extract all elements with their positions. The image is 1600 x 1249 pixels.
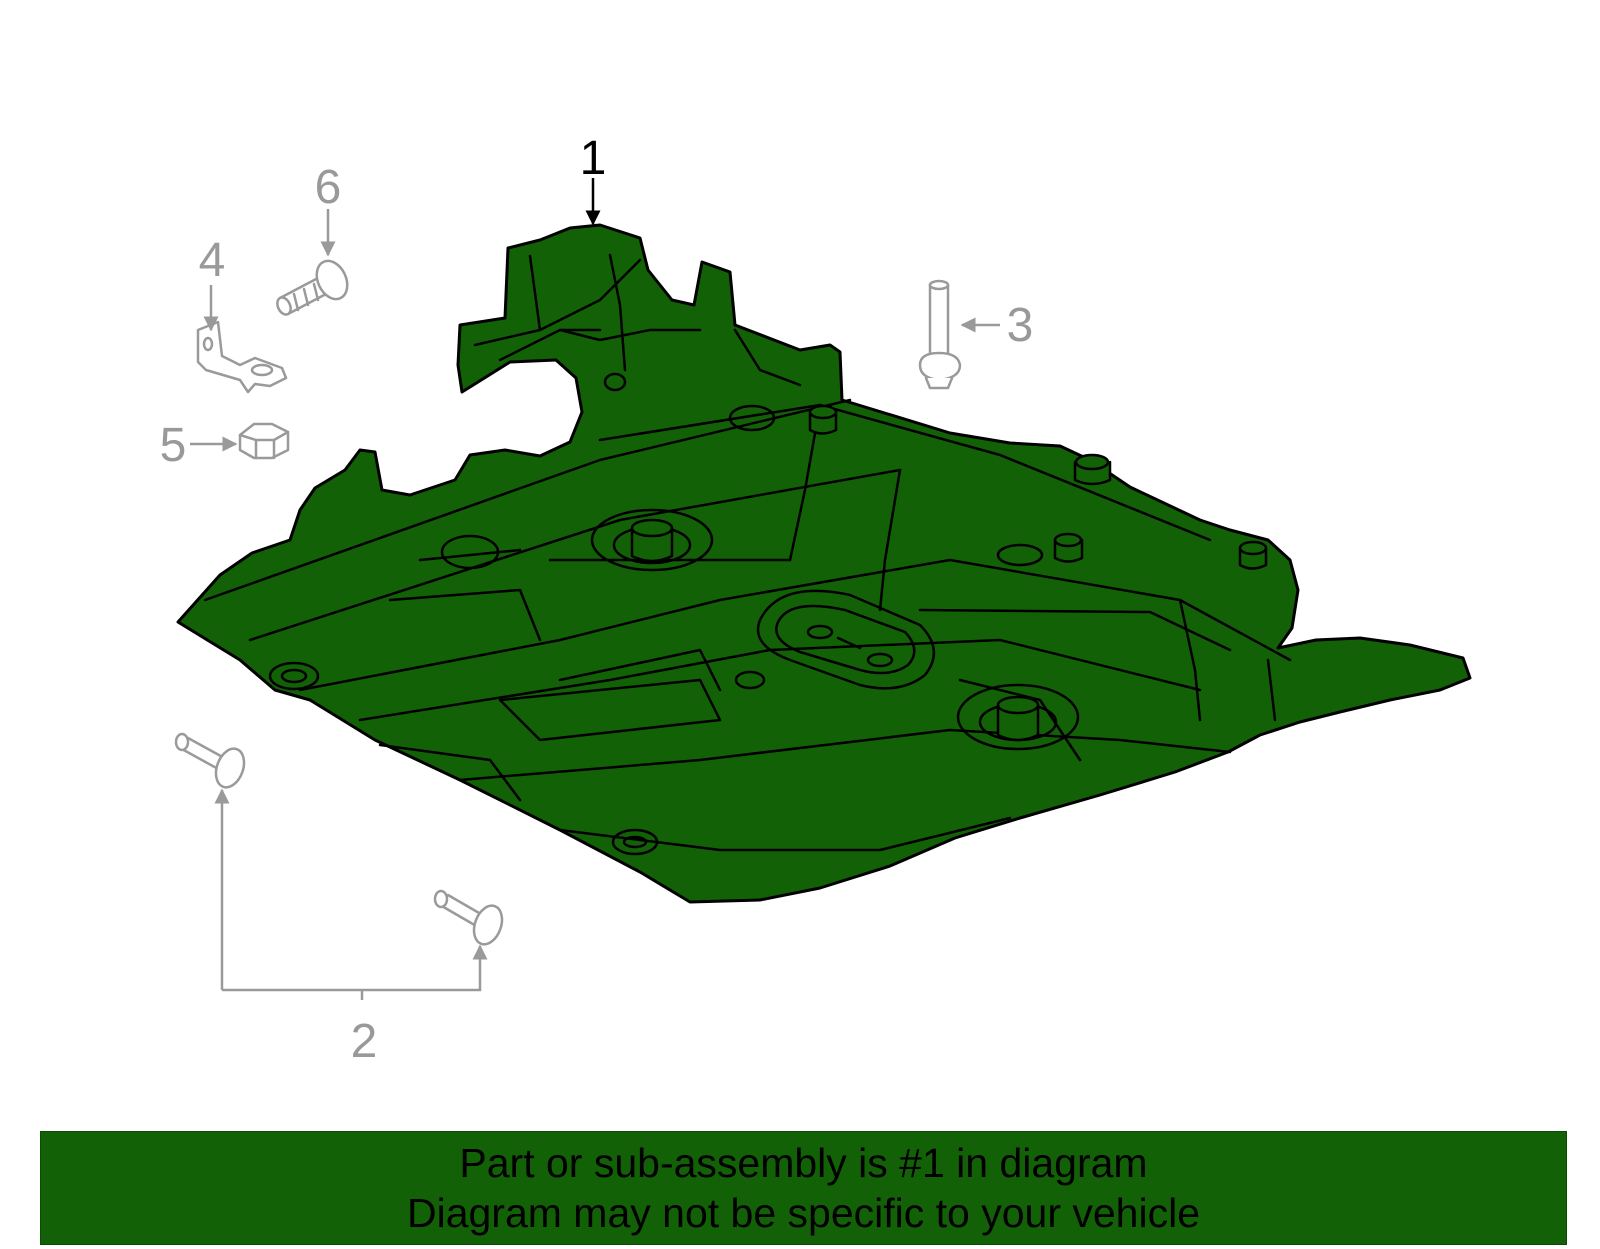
callout-4: 4 [199, 234, 226, 287]
engine-under-cover[interactable] [176, 223, 1472, 904]
leader-2 [220, 792, 482, 1000]
banner-line-2: Diagram may not be specific to your vehi… [406, 1190, 1200, 1236]
nut-5 [238, 422, 290, 460]
push-clip-lower [433, 889, 504, 946]
bracket-4 [196, 320, 288, 394]
callout-5: 5 [160, 419, 187, 472]
bolt-3 [918, 279, 962, 390]
banner-line-1: Part or sub-assembly is #1 in diagram [459, 1140, 1148, 1186]
callout-6: 6 [315, 161, 342, 214]
notice-banner: Part or sub-assembly is #1 in diagram Di… [40, 1131, 1567, 1245]
callout-3: 3 [1007, 299, 1034, 352]
bolt-6 [276, 259, 349, 316]
callout-2: 2 [351, 1015, 378, 1068]
callout-1: 1 [580, 132, 607, 185]
push-clip-upper [174, 732, 246, 789]
